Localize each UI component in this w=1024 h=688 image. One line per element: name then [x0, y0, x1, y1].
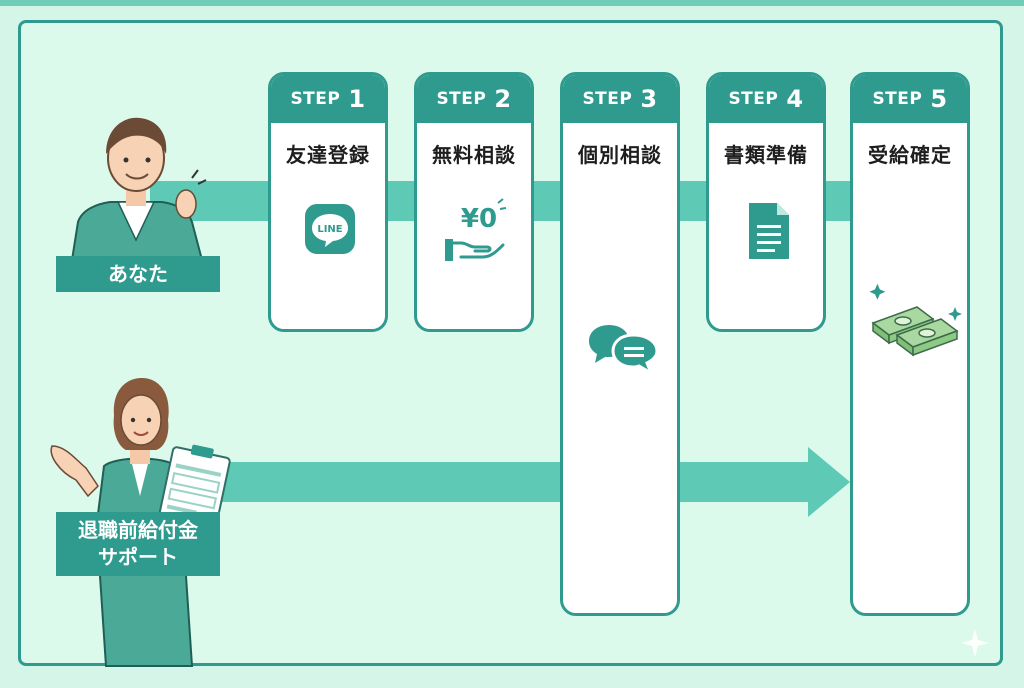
step-number: 1 — [348, 85, 366, 113]
step-label: STEP — [436, 89, 487, 109]
free-hand-icon: ¥0 — [445, 198, 507, 261]
step-card-5: STEP 5 受給確定 — [850, 72, 970, 616]
step-title: 友達登録 — [286, 143, 370, 167]
step-header-1: STEP 1 — [271, 75, 385, 123]
document-icon — [749, 203, 789, 259]
step-number: 4 — [786, 85, 804, 113]
zero-yen-text: ¥0 — [461, 204, 497, 234]
step-header-4: STEP 4 — [709, 75, 823, 123]
step-number: 5 — [930, 85, 948, 113]
user-label: あなた — [56, 256, 220, 292]
user-person-illustration — [70, 117, 207, 260]
step-title: 受給確定 — [868, 143, 952, 167]
sparkle-icon — [961, 629, 989, 657]
step-label: STEP — [290, 89, 341, 109]
line-app-icon: LINE — [305, 204, 355, 254]
support-label-line1: 退職前給付金 — [78, 518, 198, 542]
step-number: 2 — [494, 85, 512, 113]
step-number: 3 — [640, 85, 658, 113]
step-title: 書類準備 — [724, 143, 808, 167]
step-header-3: STEP 3 — [563, 75, 677, 123]
step-title: 無料相談 — [432, 143, 516, 167]
step-label: STEP — [728, 89, 779, 109]
support-flow-arrow — [150, 462, 810, 502]
line-icon-text: LINE — [317, 224, 342, 235]
step-card-1: STEP 1 友達登録 LINE — [268, 72, 388, 332]
step-card-2: STEP 2 無料相談 ¥0 — [414, 72, 534, 332]
step-header-2: STEP 2 — [417, 75, 531, 123]
user-label-text: あなた — [108, 261, 168, 286]
support-label: 退職前給付金 サポート — [56, 512, 220, 576]
step-label: STEP — [582, 89, 633, 109]
step-label: STEP — [872, 89, 923, 109]
step-card-3: STEP 3 個別相談 — [560, 72, 680, 616]
support-flow-arrowhead — [808, 447, 850, 517]
step-card-4: STEP 4 書類準備 — [706, 72, 826, 332]
support-label-line2: サポート — [98, 545, 178, 569]
step-title: 個別相談 — [578, 143, 662, 167]
money-stack-icon — [869, 283, 962, 357]
step-header-5: STEP 5 — [853, 75, 967, 123]
top-accent-strip — [0, 0, 1024, 6]
chat-bubbles-icon — [589, 325, 659, 377]
